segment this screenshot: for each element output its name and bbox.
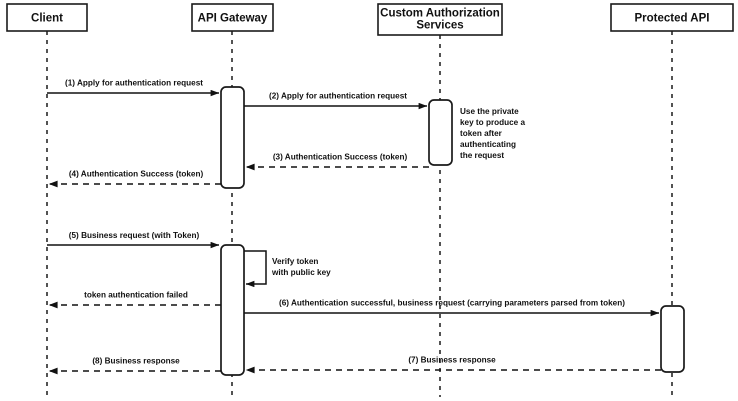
note-private-key: Use the private key to produce a token a… [460,107,526,160]
message-5-label: (5) Business request (with Token) [69,231,200,240]
participant-custom-authorization-services[interactable]: Custom Authorization Services [377,3,503,36]
message-4-label: (4) Authentication Success (token) [69,170,204,179]
message-7[interactable]: (7) Business response [245,356,661,374]
message-1[interactable]: (1) Apply for authentication request [47,79,220,97]
message-4[interactable]: (4) Authentication Success (token) [48,170,221,188]
lifelines-group [46,31,673,397]
note-private-key-line-4: authenticating [460,140,516,149]
note-private-key-line-3: token after [460,129,503,138]
message-token-authentication-failed[interactable]: token authentication failed [48,291,221,309]
self-message-verify-token-label-line1: Verify token [272,257,318,266]
self-message-verify-token[interactable]: Verify token with public key [244,250,331,288]
note-private-key-line-5: the request [460,151,504,160]
participant-box-custom-authorization-services[interactable] [377,3,503,36]
message-1-label: (1) Apply for authentication request [65,79,203,88]
self-message-verify-token-path [244,250,267,288]
participant-box-api-gateway[interactable] [191,3,274,32]
note-private-key-line-1: Use the private [460,107,519,116]
message-3-label: (3) Authentication Success (token) [273,153,408,162]
activation-bar-gateway-business[interactable] [220,244,245,376]
participant-label-api-gateway: API Gateway [198,13,268,25]
message-7-label: (7) Business response [408,356,496,365]
participant-box-protected-api[interactable] [610,3,734,32]
message-8[interactable]: (8) Business response [48,357,221,375]
participant-label-custom-authorization-services-line2: Services [416,20,463,32]
message-5[interactable]: (5) Business request (with Token) [47,231,220,249]
self-message-verify-token-label-line2: with public key [271,268,331,277]
participant-box-client[interactable] [6,3,88,32]
message-2-label: (2) Apply for authentication request [269,92,407,101]
participant-label-protected-api: Protected API [635,13,710,25]
message-6[interactable]: (6) Authentication successful, business … [244,299,660,317]
message-3[interactable]: (3) Authentication Success (token) [245,153,429,171]
message-8-label: (8) Business response [92,357,180,366]
message-2[interactable]: (2) Apply for authentication request [244,92,428,110]
message-6-label: (6) Authentication successful, business … [279,299,625,308]
activations-group [220,86,685,376]
participant-label-client: Client [31,13,63,25]
activation-bar-protected-api[interactable] [660,305,685,373]
participant-client[interactable]: Client [6,3,88,32]
participant-api-gateway[interactable]: API Gateway [191,3,274,32]
message-token-authentication-failed-label: token authentication failed [84,291,188,300]
note-private-key-line-2: key to produce a [460,118,526,127]
participant-protected-api[interactable]: Protected API [610,3,734,32]
activation-bar-auth-service[interactable] [428,99,453,166]
participant-label-custom-authorization-services-line1: Custom Authorization [380,8,500,20]
activation-bar-gateway-auth[interactable] [220,86,245,189]
